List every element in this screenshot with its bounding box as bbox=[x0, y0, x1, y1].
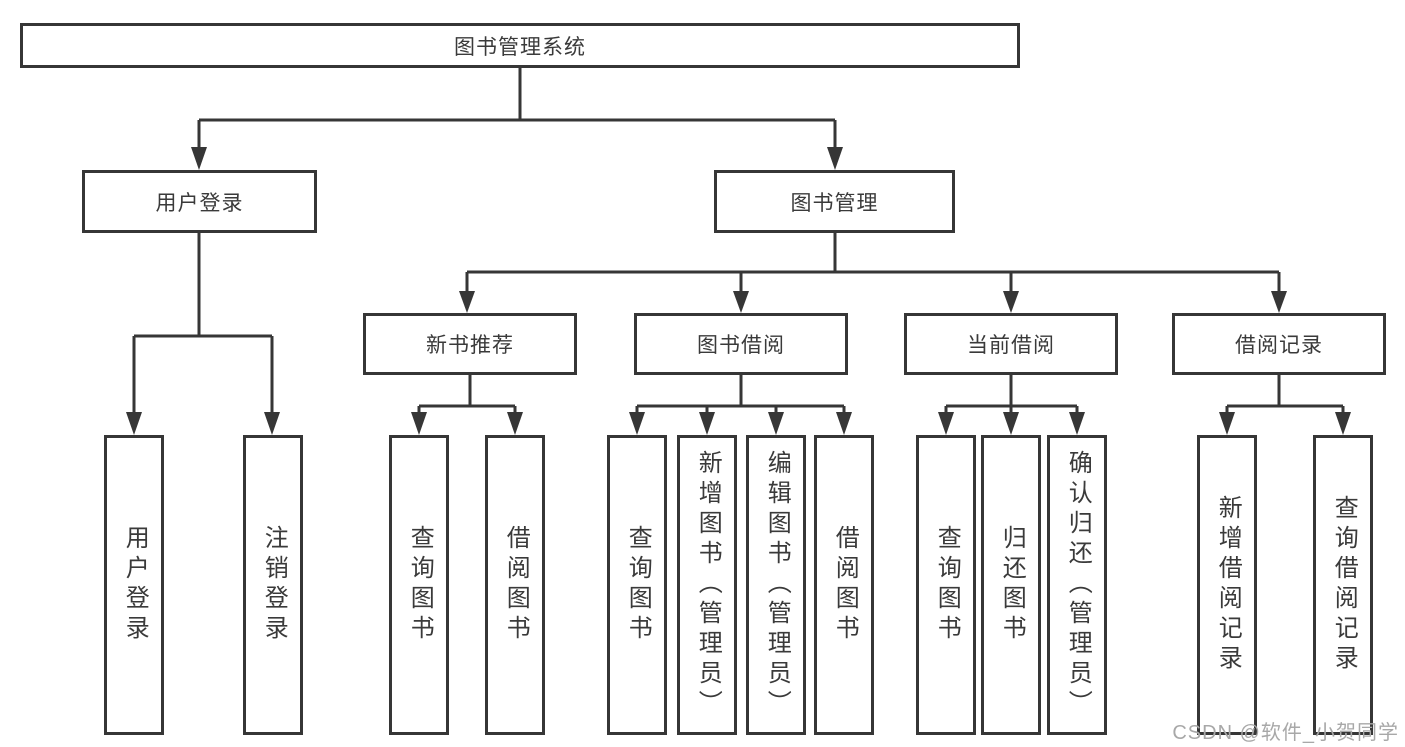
node-label: 归还图书 bbox=[998, 525, 1026, 645]
node-book-borrowing: 图书借阅 bbox=[634, 313, 848, 375]
leaf-query-books-recommend: 查询图书 bbox=[389, 435, 449, 735]
leaf-user-login: 用户登录 bbox=[104, 435, 164, 735]
node-label: 查询借阅记录 bbox=[1330, 495, 1358, 675]
leaf-borrow-books: 借阅图书 bbox=[814, 435, 874, 735]
node-label: 新增图书（管理员） bbox=[694, 450, 722, 720]
node-label: 新书推荐 bbox=[426, 334, 514, 357]
node-new-book-recommend: 新书推荐 bbox=[363, 313, 577, 375]
node-book-management: 图书管理 bbox=[714, 170, 955, 233]
node-label: 查询图书 bbox=[624, 525, 652, 645]
leaf-add-borrow-record: 新增借阅记录 bbox=[1197, 435, 1257, 735]
csdn-watermark: CSDN @软件_小贺同学 bbox=[1172, 722, 1399, 744]
leaf-edit-books-admin: 编辑图书（管理员） bbox=[746, 435, 806, 735]
leaf-logout-login: 注销登录 bbox=[243, 435, 303, 735]
node-user-login: 用户登录 bbox=[82, 170, 317, 233]
node-label: 借阅图书 bbox=[831, 525, 859, 645]
node-label: 注销登录 bbox=[260, 525, 288, 645]
node-label: 当前借阅 bbox=[967, 334, 1055, 357]
leaf-query-books-borrowing: 查询图书 bbox=[607, 435, 667, 735]
node-label: 编辑图书（管理员） bbox=[763, 450, 791, 720]
node-label: 借阅记录 bbox=[1235, 334, 1323, 357]
arrowhead-icons bbox=[126, 147, 1351, 435]
node-borrowing-records: 借阅记录 bbox=[1172, 313, 1386, 375]
leaf-add-books-admin: 新增图书（管理员） bbox=[677, 435, 737, 735]
node-label: 借阅图书 bbox=[502, 525, 530, 645]
node-label: 图书管理系统 bbox=[454, 35, 586, 59]
node-label: 图书管理 bbox=[790, 191, 879, 215]
node-label: 确认归还（管理员） bbox=[1064, 450, 1092, 720]
node-label: 用户登录 bbox=[121, 525, 149, 645]
node-label: 查询图书 bbox=[933, 525, 961, 645]
node-label: 新增借阅记录 bbox=[1214, 495, 1242, 675]
node-label: 用户登录 bbox=[155, 191, 244, 215]
node-current-borrowing: 当前借阅 bbox=[904, 313, 1118, 375]
node-label: 图书借阅 bbox=[697, 334, 785, 357]
node-label: 查询图书 bbox=[406, 525, 434, 645]
leaf-query-borrow-record: 查询借阅记录 bbox=[1313, 435, 1373, 735]
leaf-query-books-current: 查询图书 bbox=[916, 435, 976, 735]
leaf-borrow-books-recommend: 借阅图书 bbox=[485, 435, 545, 735]
node-library-management-system: 图书管理系统 bbox=[20, 23, 1020, 68]
leaf-confirm-return-admin: 确认归还（管理员） bbox=[1047, 435, 1107, 735]
leaf-return-books: 归还图书 bbox=[981, 435, 1041, 735]
